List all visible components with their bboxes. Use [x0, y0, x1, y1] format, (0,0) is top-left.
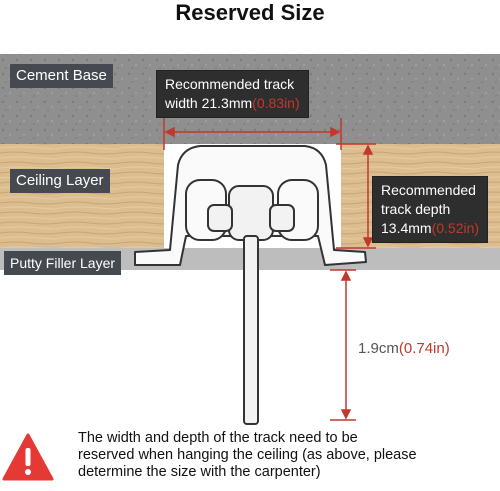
instruction-note: The width and depth of the track need to…	[78, 430, 498, 481]
width-callout-line2: width 21.3mm(0.83in)	[165, 94, 300, 113]
width-callout-line1: Recommended track	[165, 76, 295, 92]
depth-callout-mm: 13.4mm	[381, 220, 432, 236]
page-title: Reserved Size	[175, 0, 325, 25]
label-putty-filler-layer: Putty Filler Layer	[4, 251, 122, 275]
note-line2: reserved when hanging the ceiling (as ab…	[78, 447, 417, 463]
width-callout: Recommended track width 21.3mm(0.83in)	[156, 70, 309, 118]
hang-dimension-label: 1.9cm(0.74in)	[358, 340, 450, 357]
warning-triangle-icon	[2, 433, 54, 481]
width-callout-in: (0.83in)	[252, 95, 300, 111]
hang-dimension-cm: 1.9cm	[358, 340, 399, 357]
depth-dimension	[336, 143, 376, 249]
note-line1: The width and depth of the track need to…	[78, 430, 358, 446]
depth-callout-line3: 13.4mm(0.52in)	[381, 219, 479, 238]
depth-callout: Recommended track depth 13.4mm(0.52in)	[372, 176, 489, 243]
track-runner	[207, 185, 295, 425]
hang-dimension	[330, 269, 356, 421]
ceiling-layer-left	[0, 144, 164, 248]
depth-callout-line2: track depth	[381, 201, 451, 217]
hang-dimension-in: (0.74in)	[398, 340, 450, 357]
depth-callout-in: (0.52in)	[431, 220, 480, 236]
label-cement-base: Cement Base	[10, 64, 113, 88]
label-ceiling-layer: Ceiling Layer	[10, 169, 110, 193]
width-callout-mm: width 21.3mm	[165, 95, 253, 111]
note-line3: determine the size with the carpenter)	[78, 464, 321, 480]
depth-callout-line1: Recommended	[381, 182, 476, 198]
